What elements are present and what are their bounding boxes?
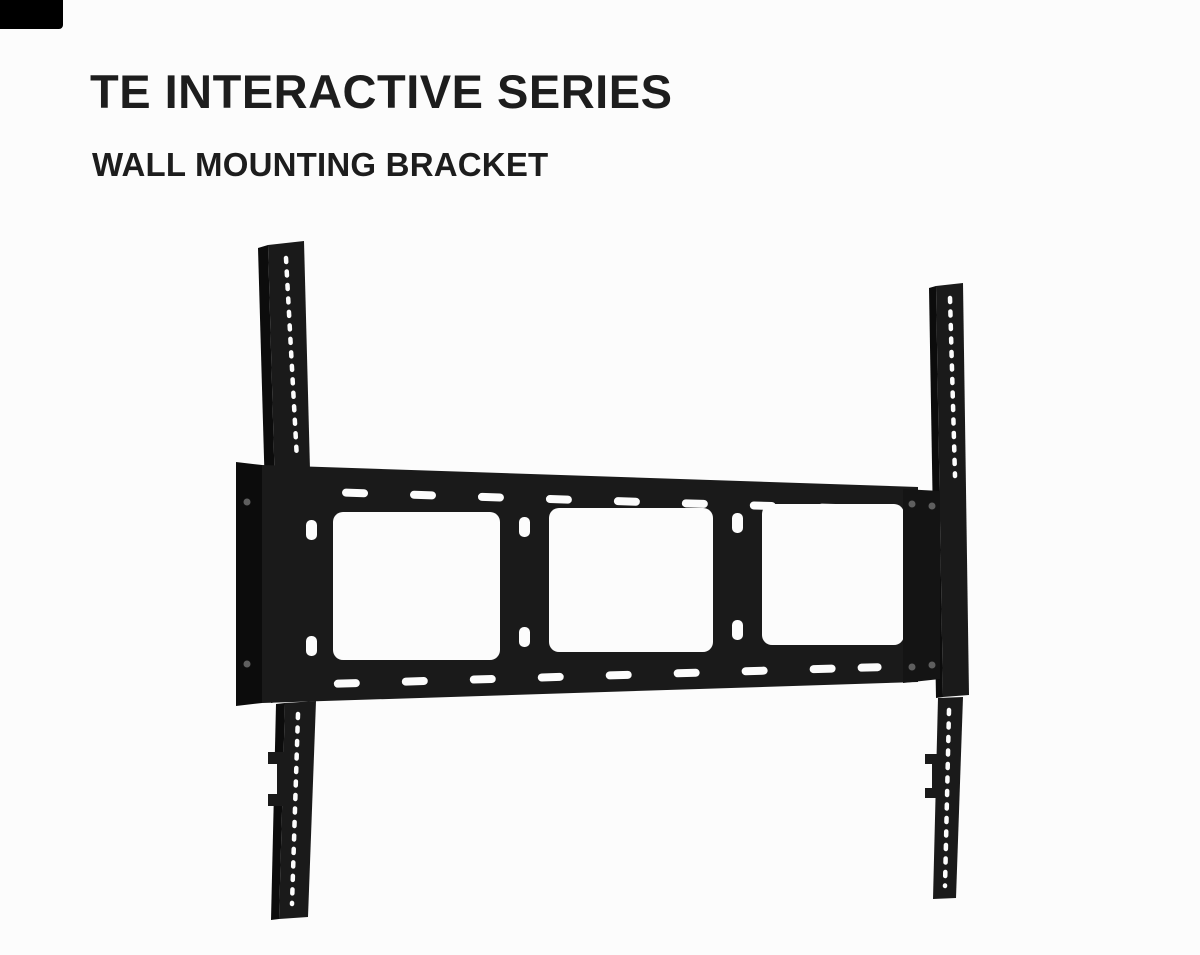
corner-mark [0, 0, 63, 29]
rail-hole-pattern [283, 255, 958, 907]
right-upper-rail-face [936, 283, 969, 697]
channel-screws [243, 498, 936, 671]
wall-plate-end-cap [236, 462, 262, 706]
top-slot-row [342, 488, 890, 514]
right-lower-rail-face [933, 697, 963, 899]
right-rail-hook-notch [925, 764, 932, 788]
cutout-right [762, 504, 904, 645]
page-title: TE INTERACTIVE SERIES [90, 65, 673, 118]
left-lower-rail [268, 701, 316, 920]
wall-plate [236, 462, 940, 706]
cutout-middle [549, 508, 713, 652]
web-slots [306, 513, 743, 656]
cutout-left [333, 512, 500, 660]
right-channel [903, 489, 940, 683]
bottom-slot-row [333, 663, 882, 688]
left-lower-rail-face [279, 701, 316, 919]
left-rail-hook-notch [268, 764, 277, 794]
right-lower-rail [925, 697, 963, 899]
page-subtitle: WALL MOUNTING BRACKET [92, 146, 549, 183]
